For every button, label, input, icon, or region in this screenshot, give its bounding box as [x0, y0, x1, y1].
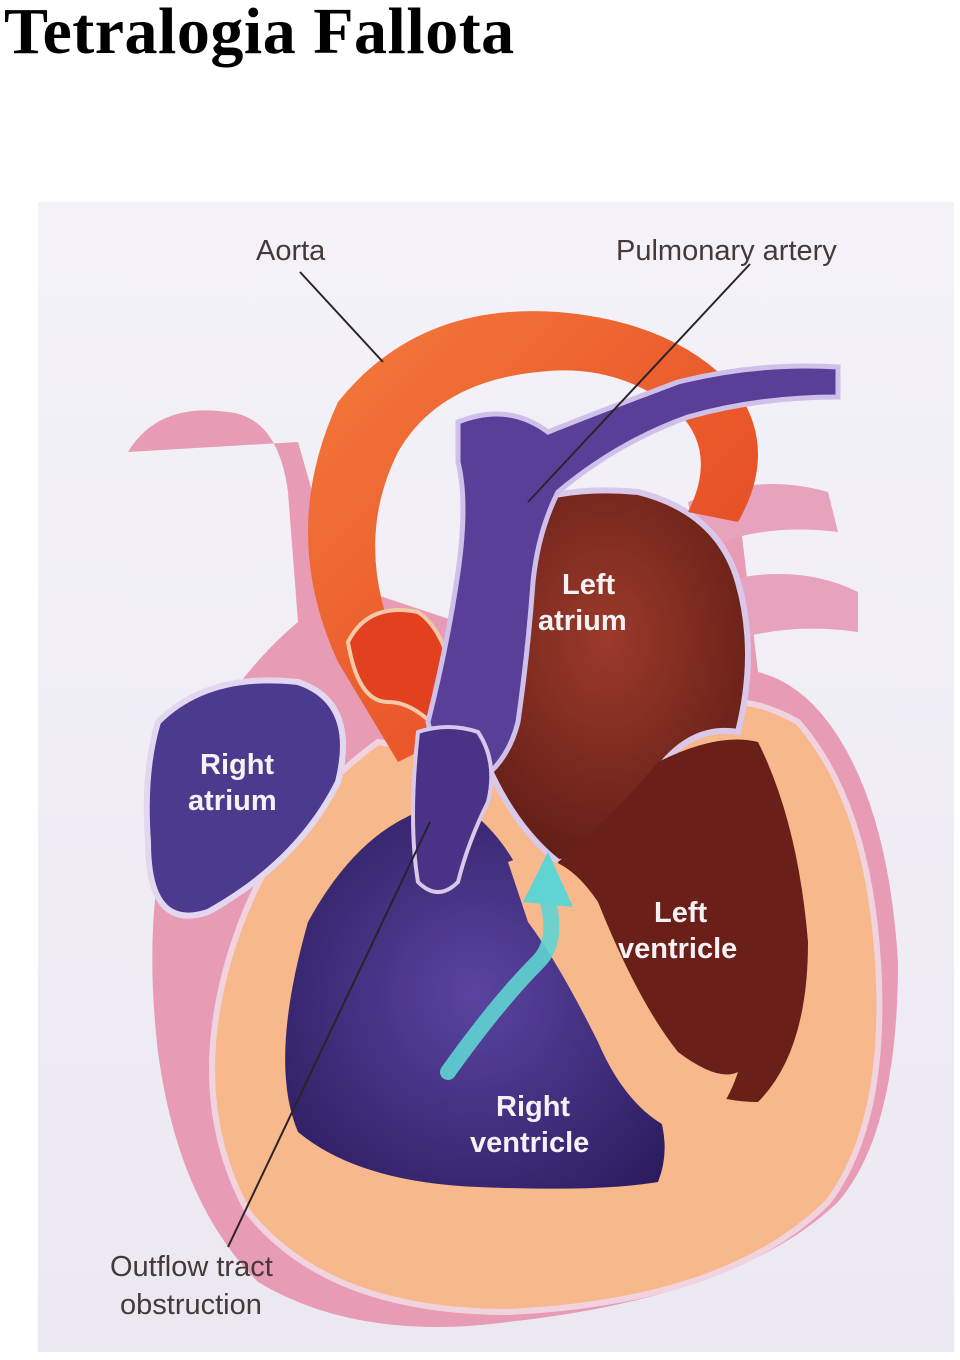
outflow-label-line2: obstruction — [120, 1289, 262, 1321]
right-atrium-chamber — [143, 677, 346, 919]
right-atrium-label-line1: Right — [200, 749, 274, 781]
right-atrium-label-line2: atrium — [188, 785, 277, 817]
shunt-arrow-head — [523, 852, 573, 907]
left-ventricle-label-line2: ventricle — [618, 933, 737, 965]
heart-illustration: Aorta Pulmonary artery Left atrium Right… — [38, 202, 954, 1352]
pulmonary-artery-vessel — [425, 363, 841, 785]
left-atrium-label-line2: atrium — [538, 605, 627, 637]
page-title: Tetralogia Fallota — [4, 0, 515, 68]
outflow-tract — [411, 725, 494, 894]
shunt-arrow — [440, 894, 560, 1080]
outflow-label-line1: Outflow tract — [110, 1251, 273, 1283]
heart-diagram: Aorta Pulmonary artery Left atrium Right… — [38, 202, 954, 1352]
aorta-leader — [299, 271, 384, 363]
right-ventricle-label-line2: ventricle — [470, 1127, 589, 1159]
pulmonary-leader — [527, 263, 751, 503]
ventricular-septum — [508, 857, 738, 1132]
aorta-label: Aorta — [256, 235, 326, 267]
outflow-leader — [227, 821, 431, 1248]
left-atrium-label-line1: Left — [562, 569, 616, 601]
right-ventricle-label-line1: Right — [496, 1091, 570, 1123]
left-ventricle-label-line1: Left — [654, 897, 708, 929]
right-ventricle-chamber — [285, 802, 665, 1189]
pulmonary-artery-label: Pulmonary artery — [616, 235, 837, 267]
